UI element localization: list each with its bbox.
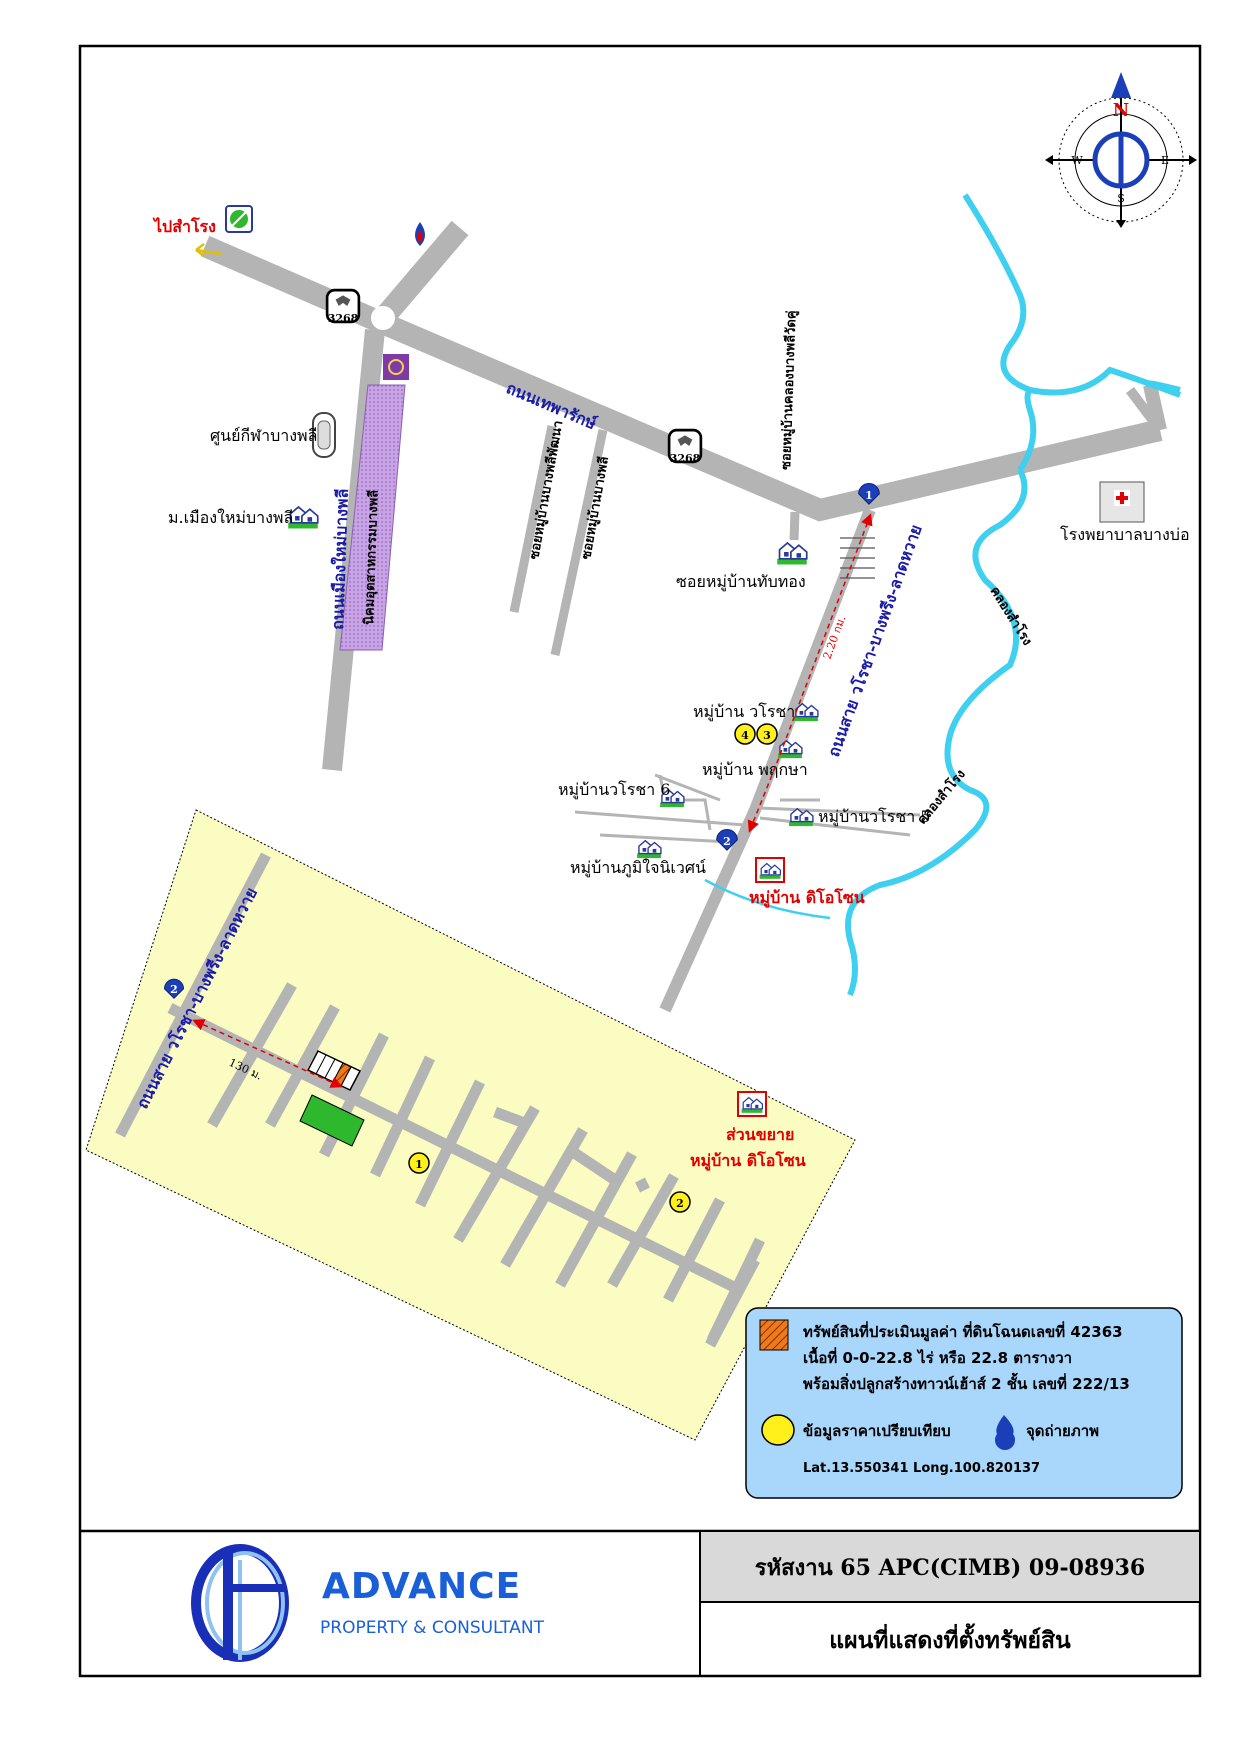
label-waricha5: หมู่บ้านวโรชา 5	[818, 807, 930, 827]
legend-line-1: ทรัพย์สินที่ประเมินมูลค่า ที่ดินโฉนดเลขท…	[803, 1321, 1123, 1342]
bank-icon	[383, 354, 409, 380]
legend-line-2: เนื้อที่ 0-0-22.8 ไร่ หรือ 22.8 ตารางวา	[803, 1346, 1072, 1367]
label-hospital: โรงพยาบาลบางบ่อ	[1060, 525, 1190, 544]
photo-point-2-inset: 2	[163, 978, 185, 999]
legend-coords: Lat.13.550341 Long.100.820137	[803, 1461, 1040, 1476]
svg-text:3268: 3268	[328, 312, 359, 325]
distance-line-main	[747, 513, 873, 833]
extension-icon	[737, 1091, 767, 1117]
north-arrow-compass: N S W E	[1045, 72, 1197, 228]
label-muang-mai: ม.เมืองใหม่บางพลี	[168, 508, 293, 527]
legend-box: ทรัพย์สินที่ประเมินมูลค่า ที่ดินโฉนดเลขท…	[745, 1307, 1183, 1499]
svg-text:2: 2	[723, 835, 731, 848]
inset-map: 130 ม. ถนนสาย วโรชา-บางพรีง-ลาดหวาย 2 1 …	[85, 809, 856, 1441]
roundabout	[371, 306, 395, 330]
to-samrong-arrow	[195, 243, 223, 257]
legend-line-3: พร้อมสิ่งปลูกสร้างทาวน์เฮ้าส์ 2 ชั้น เลข…	[803, 1372, 1130, 1394]
photo-point-1: 1	[858, 483, 880, 505]
route-badge-west: 3268	[325, 288, 361, 325]
legend-photo-icon	[995, 1415, 1015, 1450]
svg-text:S: S	[1117, 192, 1125, 205]
svg-text:N: N	[1113, 100, 1129, 121]
hospital-icon	[1099, 481, 1145, 523]
stadium-icon	[312, 412, 336, 458]
company-subtitle: PROPERTY & CONSULTANT	[320, 1618, 545, 1638]
job-code: รหัสงาน 65 APC(CIMB) 09-08936	[755, 1555, 1145, 1581]
label-dio-zone: หมู่บ้าน ดิโอโซน	[749, 887, 865, 909]
road-industrial: นิคมอุตสาหกรรมบางพลี	[361, 490, 382, 626]
label-soi-thapthong: ซอยหมู่บ้านทับทอง	[676, 572, 806, 592]
route-badge-east: 3268	[667, 428, 703, 465]
svg-text:2: 2	[170, 983, 178, 996]
comparable-2: 2	[669, 1191, 691, 1213]
small-stream	[704, 878, 831, 920]
company-logo	[191, 1544, 289, 1662]
svg-text:E: E	[1161, 154, 1169, 167]
label-to-samrong: ไปสำโรง	[152, 216, 216, 236]
label-waricha6: หมู่บ้านวโรชา 6	[558, 780, 670, 800]
comparable-3: 3	[756, 723, 778, 745]
map-title: แผนที่แสดงที่ตั้งทรัพย์สิน	[829, 1623, 1071, 1654]
ptt-station-icon	[415, 222, 425, 246]
comparable-1: 1	[408, 1152, 430, 1174]
road-muang-mai: ถนนเมืองใหม่บางพลี	[328, 488, 352, 630]
legend-subject-swatch	[759, 1319, 789, 1351]
photo-point-2: 2	[716, 829, 738, 851]
comparable-4: 4	[734, 723, 756, 745]
label-extension-1: ส่วนขยาย	[726, 1125, 794, 1144]
legend-photo-label: จุดถ่ายภาพ	[1026, 1422, 1099, 1441]
label-pruksa: หมู่บ้าน พฤกษา	[702, 760, 808, 780]
label-phumjai: หมู่บ้านภูมิใจนิเวศน์	[570, 858, 706, 878]
svg-text:3268: 3268	[670, 452, 701, 465]
svg-text:3: 3	[763, 729, 771, 742]
label-waricha: หมู่บ้าน วโรชา	[693, 702, 795, 722]
shell-station-icon	[225, 205, 253, 233]
industrial-estate-area	[339, 384, 406, 651]
canal-line	[845, 193, 1182, 997]
company-name: ADVANCE	[322, 1566, 521, 1607]
svg-text:W: W	[1071, 154, 1083, 167]
svg-text:4: 4	[741, 729, 749, 742]
dio-zone-icon	[755, 857, 785, 883]
legend-comparable-icon	[761, 1414, 795, 1446]
label-extension-2: หมู่บ้าน ดิโอโซน	[690, 1150, 806, 1172]
label-sports-center: ศูนย์กีฬาบางพลี	[210, 426, 317, 446]
green-plot	[299, 1094, 365, 1147]
svg-text:1: 1	[415, 1158, 423, 1171]
svg-text:2: 2	[676, 1197, 684, 1210]
job-code-cell	[701, 1532, 1199, 1602]
road-soi-c: ซอยหมู่บ้านคลองบางพลีวัดคู่	[778, 310, 800, 470]
svg-text:1: 1	[865, 489, 873, 502]
legend-comparable-label: ข้อมูลราคาเปรียบเทียบ	[803, 1422, 951, 1441]
